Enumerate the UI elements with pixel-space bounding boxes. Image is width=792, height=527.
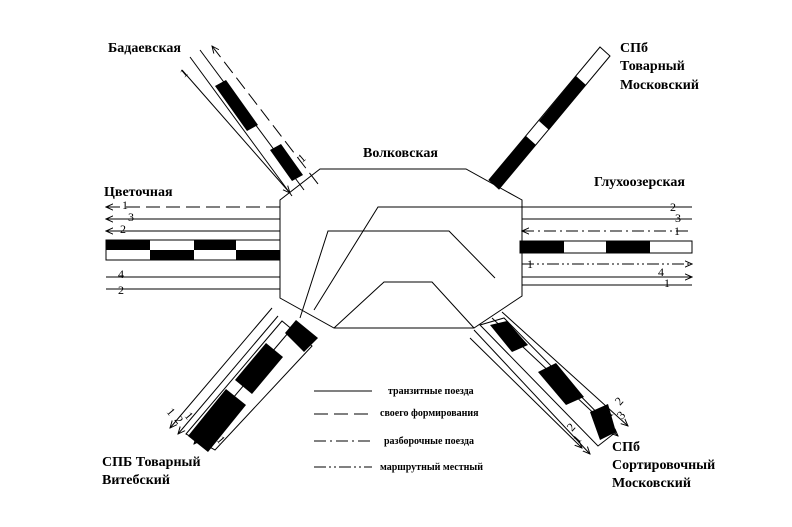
legend-label-breakup: разборочные поезда	[384, 436, 474, 447]
track-number: 3	[614, 408, 628, 422]
glukhoozerskaya-tracks	[519, 206, 692, 286]
moskovsky-track	[488, 46, 611, 190]
track-number: 1	[122, 198, 128, 212]
volkovskaya-station-octagon	[279, 168, 523, 329]
inner-track-lower	[333, 281, 475, 329]
track-number: 1	[177, 66, 191, 81]
badaevskaya-tracks	[181, 46, 319, 197]
track-number: 2	[118, 283, 124, 297]
track-number: 2	[120, 222, 126, 236]
tsvetochnaya-tracks	[106, 207, 281, 290]
station-sortirovochny-line2: Сортировочный	[612, 458, 715, 473]
legend-label-transit: транзитные поезда	[388, 386, 474, 397]
station-tsvetochnaya: Цветочная	[104, 185, 173, 200]
station-spb-vitebsky-line2: Витебский	[102, 473, 170, 488]
vitebsky-tracks	[170, 307, 318, 452]
track-number: 1	[664, 276, 670, 290]
track-number: 1	[527, 257, 533, 271]
legend-label-local-route: маршрутный местный	[380, 462, 483, 473]
inner-track-middle	[299, 230, 496, 319]
sortirovochny-tracks	[469, 311, 628, 454]
station-sortirovochny-line3: Московский	[612, 476, 691, 491]
legend: транзитные поезда своего формирования ра…	[314, 386, 483, 473]
station-glukhoozerskaya: Глухоозерская	[594, 175, 685, 190]
legend-label-own-formation: своего формирования	[380, 408, 479, 419]
track-number: 4	[118, 267, 124, 281]
track-number: 1	[295, 151, 309, 166]
track-number: 1	[164, 405, 179, 419]
track-number: 3	[675, 211, 681, 225]
station-volkovskaya: Волковская	[363, 146, 438, 161]
station-sortirovochny-line1: СПб	[612, 440, 640, 455]
station-badaevskaya: Бадаевская	[108, 41, 181, 56]
track-number: 1	[674, 224, 680, 238]
track-number: 4	[658, 265, 664, 279]
track-number: 2	[612, 394, 626, 408]
station-spb-vitebsky-line1: СПБ Товарный	[102, 455, 201, 470]
station-spb-moskovsky-line1: СПб	[620, 41, 648, 56]
inner-track-upper	[313, 206, 522, 311]
track-number: 1	[570, 432, 584, 446]
track-number: 3	[128, 210, 134, 224]
station-spb-moskovsky-line2: Товарный	[620, 59, 685, 74]
station-spb-moskovsky-line3: Московский	[620, 78, 699, 93]
track-number: 2	[670, 200, 676, 214]
